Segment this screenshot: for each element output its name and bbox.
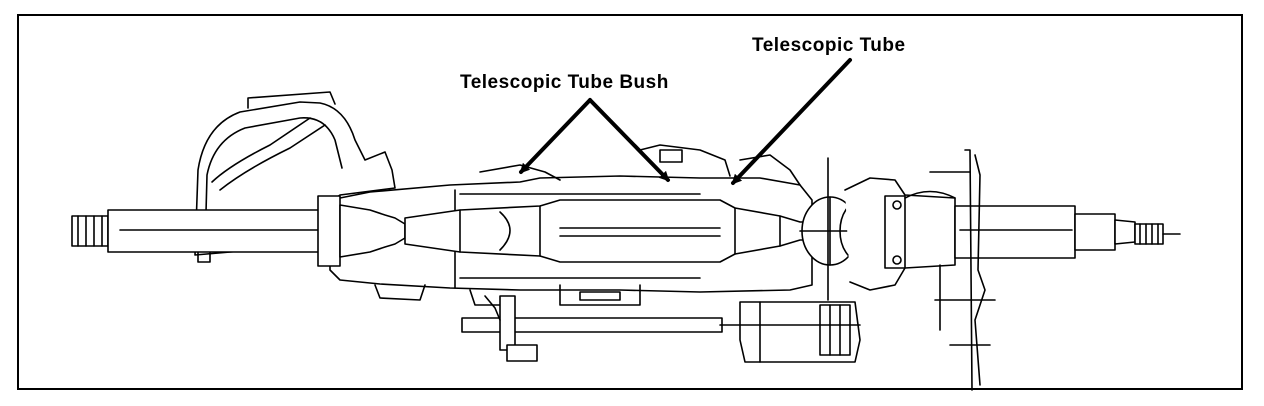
callout-arrows bbox=[519, 58, 852, 185]
tilt-mechanism bbox=[461, 295, 861, 363]
label-telescopic-tube-bush: Telescopic Tube Bush bbox=[460, 72, 669, 93]
lower-shaft-assembly bbox=[844, 149, 1181, 391]
label-telescopic-tube: Telescopic Tube bbox=[752, 35, 906, 56]
